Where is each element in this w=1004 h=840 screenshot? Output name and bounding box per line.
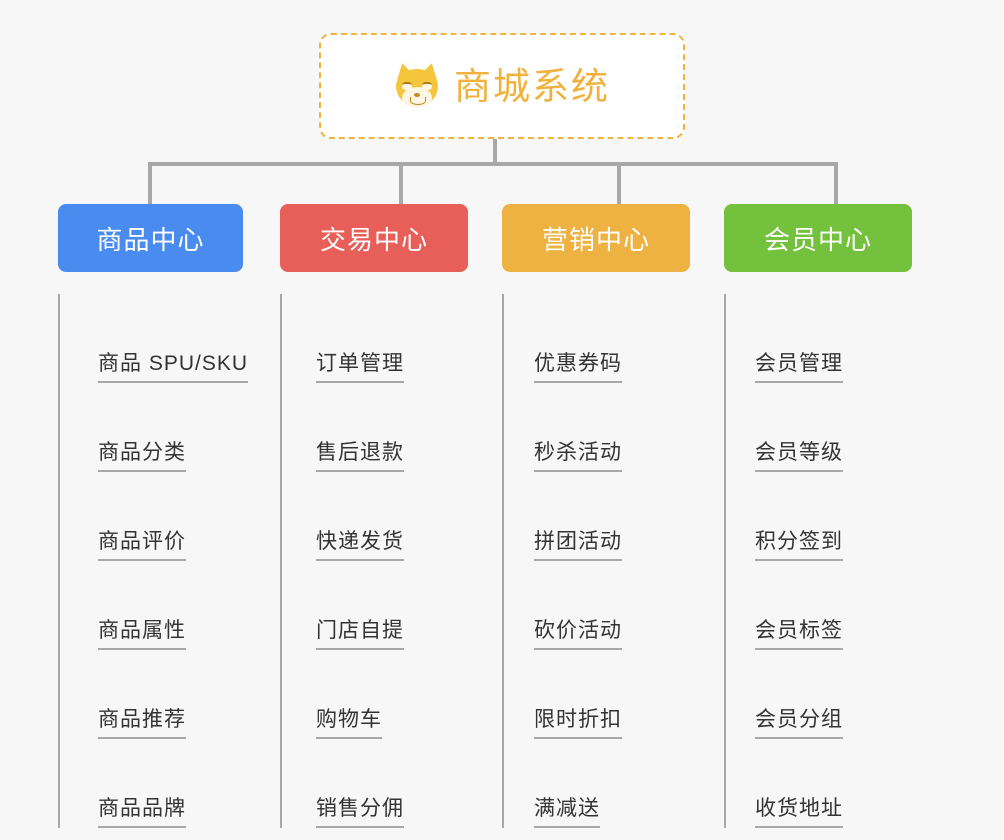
leaf-label: 会员标签 bbox=[755, 618, 843, 650]
leaf-item[interactable]: 会员标签 bbox=[755, 561, 946, 650]
leaf-label: 商品评价 bbox=[98, 529, 186, 561]
leaf-item[interactable]: 快递发货 bbox=[316, 472, 502, 561]
leaf-item[interactable]: 限时折扣 bbox=[534, 650, 724, 739]
shiba-head bbox=[396, 69, 438, 107]
leaf-item[interactable]: 会员等级 bbox=[755, 383, 946, 472]
leaf-list-product-center: 商品 SPU/SKU 商品分类 商品评价 商品属性 商品推荐 商品品牌 bbox=[58, 294, 280, 828]
leaf-label: 会员管理 bbox=[755, 351, 843, 383]
leaf-label: 砍价活动 bbox=[534, 618, 622, 650]
leaf-label: 收货地址 bbox=[755, 796, 843, 828]
leaf-label: 优惠券码 bbox=[534, 351, 622, 383]
leaf-label: 商品品牌 bbox=[98, 796, 186, 828]
leaf-item[interactable]: 商品评价 bbox=[98, 472, 280, 561]
leaf-item[interactable]: 积分签到 bbox=[755, 472, 946, 561]
leaf-list-trade-center: 订单管理 售后退款 快递发货 门店自提 购物车 销售分佣 bbox=[280, 294, 502, 828]
leaf-item[interactable]: 订单管理 bbox=[316, 294, 502, 383]
leaf-item[interactable]: 砍价活动 bbox=[534, 561, 724, 650]
leaf-label: 门店自提 bbox=[316, 618, 404, 650]
shiba-dog-icon bbox=[393, 61, 441, 109]
leaf-label: 售后退款 bbox=[316, 440, 404, 472]
category-label: 交易中心 bbox=[319, 224, 428, 255]
shiba-mouth bbox=[410, 97, 426, 105]
leaf-label: 快递发货 bbox=[316, 529, 404, 561]
category-label: 会员中心 bbox=[763, 224, 872, 255]
leaf-label: 会员分组 bbox=[755, 707, 843, 739]
category-header-trade-center[interactable]: 交易中心 bbox=[280, 204, 468, 272]
leaf-item[interactable]: 会员管理 bbox=[755, 294, 946, 383]
leaf-label: 秒杀活动 bbox=[534, 440, 622, 472]
leaf-label: 销售分佣 bbox=[316, 796, 404, 828]
category-label: 营销中心 bbox=[541, 224, 650, 255]
leaf-item[interactable]: 商品分类 bbox=[98, 383, 280, 472]
leaf-item[interactable]: 售后退款 bbox=[316, 383, 502, 472]
category-header-member-center[interactable]: 会员中心 bbox=[724, 204, 912, 272]
leaf-label: 购物车 bbox=[316, 707, 382, 739]
leaf-label: 商品 SPU/SKU bbox=[98, 351, 249, 383]
leaf-item[interactable]: 秒杀活动 bbox=[534, 383, 724, 472]
leaf-item[interactable]: 商品推荐 bbox=[98, 650, 280, 739]
leaf-label: 会员等级 bbox=[755, 440, 843, 472]
shiba-eye-right bbox=[422, 82, 432, 90]
leaf-item[interactable]: 收货地址 bbox=[755, 739, 946, 828]
category-header-product-center[interactable]: 商品中心 bbox=[58, 204, 243, 272]
leaf-item[interactable]: 门店自提 bbox=[316, 561, 502, 650]
leaf-item[interactable]: 优惠券码 bbox=[534, 294, 724, 383]
leaf-item[interactable]: 商品品牌 bbox=[98, 739, 280, 828]
leaf-label: 商品属性 bbox=[98, 618, 186, 650]
shiba-nose bbox=[414, 93, 420, 97]
leaf-list-marketing-center: 优惠券码 秒杀活动 拼团活动 砍价活动 限时折扣 满减送 bbox=[502, 294, 724, 828]
category-header-marketing-center[interactable]: 营销中心 bbox=[502, 204, 690, 272]
leaf-item[interactable]: 满减送 bbox=[534, 739, 724, 828]
root-title: 商城系统 bbox=[454, 65, 610, 107]
branch-trade-center: 交易中心 订单管理 售后退款 快递发货 门店自提 购物车 销售分佣 bbox=[280, 204, 502, 828]
leaf-label: 积分签到 bbox=[755, 529, 843, 561]
branch-marketing-center: 营销中心 优惠券码 秒杀活动 拼团活动 砍价活动 限时折扣 满减送 bbox=[502, 204, 724, 828]
branch-columns: 商品中心 商品 SPU/SKU 商品分类 商品评价 商品属性 商品推荐 商品品牌… bbox=[58, 204, 946, 828]
leaf-label: 限时折扣 bbox=[534, 707, 622, 739]
leaf-label: 满减送 bbox=[534, 796, 600, 828]
root-node-mall-system[interactable]: 商城系统 bbox=[319, 33, 685, 139]
leaf-list-member-center: 会员管理 会员等级 积分签到 会员标签 会员分组 收货地址 bbox=[724, 294, 946, 828]
leaf-label: 商品分类 bbox=[98, 440, 186, 472]
leaf-item[interactable]: 拼团活动 bbox=[534, 472, 724, 561]
shiba-eye-left bbox=[402, 82, 412, 90]
category-label: 商品中心 bbox=[96, 224, 205, 255]
leaf-item[interactable]: 商品 SPU/SKU bbox=[98, 294, 280, 383]
leaf-item[interactable]: 会员分组 bbox=[755, 650, 946, 739]
leaf-item[interactable]: 销售分佣 bbox=[316, 739, 502, 828]
leaf-item[interactable]: 商品属性 bbox=[98, 561, 280, 650]
leaf-item[interactable]: 购物车 bbox=[316, 650, 502, 739]
branch-member-center: 会员中心 会员管理 会员等级 积分签到 会员标签 会员分组 收货地址 bbox=[724, 204, 946, 828]
leaf-label: 商品推荐 bbox=[98, 707, 186, 739]
root-node-container: 商城系统 bbox=[0, 33, 1004, 139]
leaf-label: 订单管理 bbox=[316, 351, 404, 383]
leaf-label: 拼团活动 bbox=[534, 529, 622, 561]
branch-product-center: 商品中心 商品 SPU/SKU 商品分类 商品评价 商品属性 商品推荐 商品品牌 bbox=[58, 204, 280, 828]
